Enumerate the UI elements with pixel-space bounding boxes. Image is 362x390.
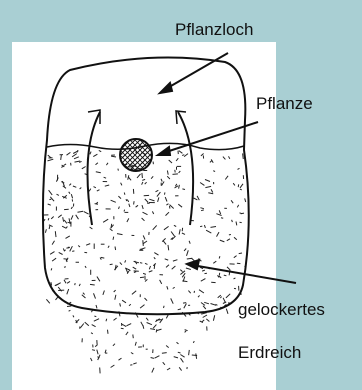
soil-speck: [133, 335, 134, 339]
soil-speck: [108, 330, 109, 334]
soil-speck: [110, 264, 113, 265]
soil-speck: [154, 264, 155, 269]
soil-speck: [192, 355, 197, 356]
soil-speck: [118, 169, 119, 171]
soil-speck: [124, 193, 125, 195]
soil-speck: [243, 153, 244, 159]
soil-speck: [121, 328, 124, 329]
soil-speck: [124, 210, 125, 212]
soil-speck: [140, 263, 142, 264]
soil-speck: [51, 268, 52, 270]
soil-speck: [162, 353, 167, 354]
left-strip: [0, 0, 12, 390]
soil-speck: [94, 316, 96, 317]
soil-speck: [106, 319, 107, 322]
soil-speck: [115, 247, 116, 251]
soil-speck: [72, 251, 74, 252]
soil-speck: [142, 173, 143, 178]
soil-speck: [55, 231, 56, 237]
soil-speck: [75, 283, 76, 285]
soil-speck: [164, 306, 165, 308]
soil-speck: [61, 155, 62, 160]
loosened-soil-label-line2: Erdreich: [238, 343, 301, 363]
soil-speck: [101, 257, 104, 258]
soil-speck: [134, 201, 135, 204]
soil-speck: [95, 204, 98, 205]
soil-speck: [173, 174, 178, 175]
soil-speck: [143, 240, 144, 246]
soil-speck: [241, 213, 244, 214]
soil-speck: [92, 350, 95, 351]
soil-speck: [90, 284, 95, 285]
soil-speck: [67, 306, 71, 307]
soil-speck: [49, 199, 51, 200]
drawing-area: [12, 42, 276, 390]
soil-speck: [182, 189, 185, 190]
soil-speck: [168, 245, 169, 250]
soil-speck: [126, 199, 127, 201]
soil-speck: [113, 237, 114, 240]
soil-speck: [189, 350, 190, 355]
plant-root-ball: [120, 139, 152, 171]
soil-speck: [219, 256, 220, 258]
soil-speck: [238, 184, 239, 187]
loosened-soil-label-line1: gelockertes: [238, 300, 325, 320]
soil-speck: [224, 275, 227, 276]
soil-speck: [239, 253, 242, 254]
planting-hole-label: Pflanzloch: [175, 20, 253, 40]
plant-label: Pflanze: [256, 94, 313, 114]
soil-speck: [140, 277, 144, 278]
soil-speck: [200, 226, 202, 227]
soil-speck: [183, 303, 186, 304]
